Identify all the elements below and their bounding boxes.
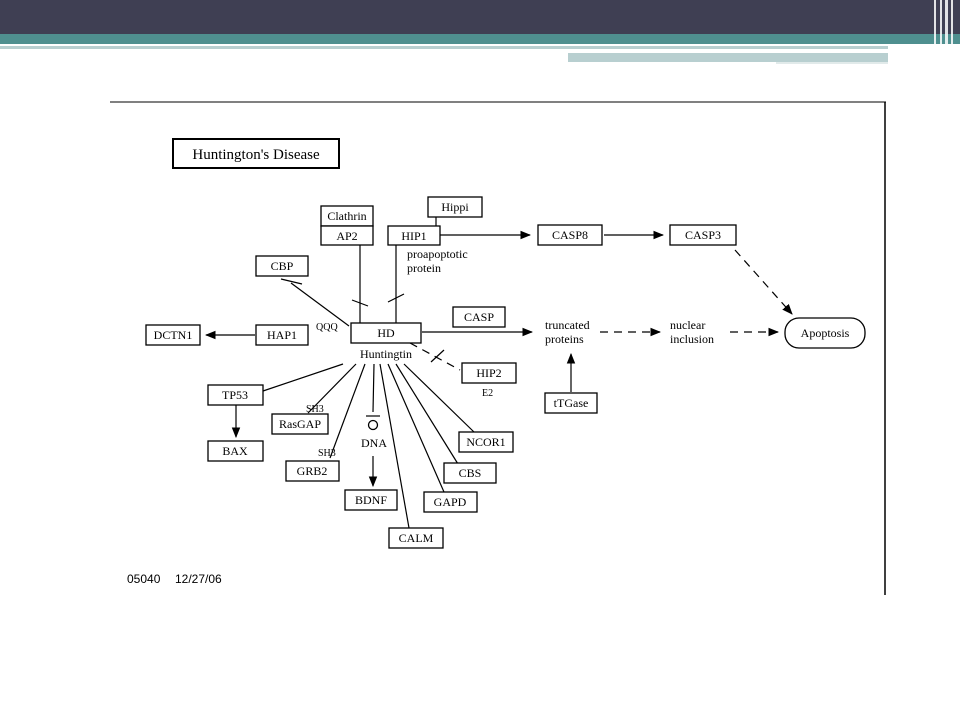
label-sh3-rasgap: SH3	[306, 404, 324, 415]
svg-text:HAP1: HAP1	[267, 328, 297, 342]
edge-hd-hip2	[409, 342, 461, 371]
node-bdnf: BDNF	[344, 489, 398, 511]
svg-text:CBS: CBS	[459, 466, 482, 480]
node-ncor1: NCOR1	[458, 431, 514, 453]
svg-text:BAX: BAX	[222, 444, 248, 458]
edge-hd-ncor1	[403, 363, 475, 433]
inhibit-mark-hip1	[387, 293, 405, 303]
svg-text:HIP1: HIP1	[401, 229, 426, 243]
slide-teal-band	[0, 34, 960, 44]
svg-text:BDNF: BDNF	[355, 493, 387, 507]
svg-text:CASP3: CASP3	[685, 228, 721, 242]
label-proapoptotic: proapoptotic	[407, 247, 468, 261]
footer-map-id: 05040	[127, 572, 161, 586]
node-rasgap: RasGAP	[271, 413, 329, 435]
slide-accent-strip	[568, 53, 888, 62]
slide-corner-decoration	[928, 0, 960, 64]
edge-hd-rasgap	[307, 363, 357, 414]
svg-text:RasGAP: RasGAP	[279, 417, 321, 431]
diagram-title-box	[172, 138, 340, 169]
edge-hd-calm	[379, 363, 410, 529]
node-bax: BAX	[207, 440, 264, 462]
label-e2: E2	[482, 388, 493, 399]
node-clathrin: Clathrin	[320, 205, 374, 227]
svg-text:Clathrin: Clathrin	[327, 209, 366, 223]
svg-text:CASP8: CASP8	[552, 228, 588, 242]
svg-text:AP2: AP2	[336, 229, 357, 243]
svg-text:HIP2: HIP2	[476, 366, 501, 380]
svg-text:NCOR1: NCOR1	[466, 435, 505, 449]
node-casp3: CASP3	[669, 224, 737, 246]
node-ap2: AP2	[320, 225, 374, 246]
node-hip2: HIP2	[461, 362, 517, 384]
svg-text:tTGase: tTGase	[554, 396, 589, 410]
edge-hd-grb2	[329, 363, 366, 459]
node-casp8: CASP8	[537, 224, 603, 246]
slide-top-bar	[0, 0, 960, 34]
label-dna: DNA	[361, 436, 387, 450]
node-hd: HD	[350, 322, 422, 344]
label-protein: protein	[407, 261, 441, 275]
inhibit-mark-hip2	[430, 349, 445, 363]
svg-text:CBP: CBP	[271, 259, 294, 273]
svg-text:HD: HD	[377, 326, 395, 340]
label-huntingtin: Huntingtin	[360, 347, 412, 361]
svg-text:GRB2: GRB2	[297, 464, 328, 478]
svg-text:DCTN1: DCTN1	[154, 328, 193, 342]
slide-accent-line	[0, 46, 888, 49]
edge-hd-tp53	[262, 363, 344, 392]
svg-text:CALM: CALM	[399, 531, 434, 545]
label-inclusion: inclusion	[670, 332, 714, 346]
node-grb2: GRB2	[285, 460, 340, 482]
label-proteins: proteins	[545, 332, 584, 346]
node-tgase: tTGase	[544, 392, 598, 414]
edge-casp3-apoptosis	[734, 249, 793, 315]
node-casp: CASP	[452, 306, 506, 328]
edge-hd-cbs	[395, 363, 459, 465]
node-hippi: Hippi	[427, 196, 483, 218]
edge-hd-gapd	[387, 363, 445, 493]
svg-text:CASP: CASP	[464, 310, 494, 324]
node-apoptosis: Apoptosis	[784, 317, 866, 349]
node-tp53: TP53	[207, 384, 264, 406]
svg-text:Apoptosis: Apoptosis	[801, 326, 850, 340]
node-hap1: HAP1	[255, 324, 309, 346]
label-nuclear: nuclear	[670, 318, 705, 332]
label-qqq: QQQ	[316, 322, 338, 333]
diagram-title: Huntington's Disease	[192, 147, 320, 163]
svg-text:GAPD: GAPD	[434, 495, 467, 509]
slide-accent-line-short	[776, 62, 888, 64]
node-hip1: HIP1	[387, 225, 441, 246]
cbp-bar	[280, 278, 303, 285]
node-cbp: CBP	[255, 255, 309, 277]
node-cbs: CBS	[443, 462, 497, 484]
inhibit-mark-ap2	[351, 299, 369, 307]
dna-symbol	[367, 419, 379, 431]
node-dctn1: DCTN1	[145, 324, 201, 346]
node-gapd: GAPD	[423, 491, 478, 513]
svg-text:Hippi: Hippi	[441, 200, 469, 214]
label-truncated: truncated	[545, 318, 590, 332]
node-calm: CALM	[388, 527, 444, 549]
edge-cbp-hd	[290, 282, 350, 327]
footer-date: 12/27/06	[175, 572, 222, 586]
label-sh3-grb2: SH3	[318, 448, 336, 459]
svg-text:TP53: TP53	[222, 388, 248, 402]
edge-hd-dna	[372, 363, 375, 413]
